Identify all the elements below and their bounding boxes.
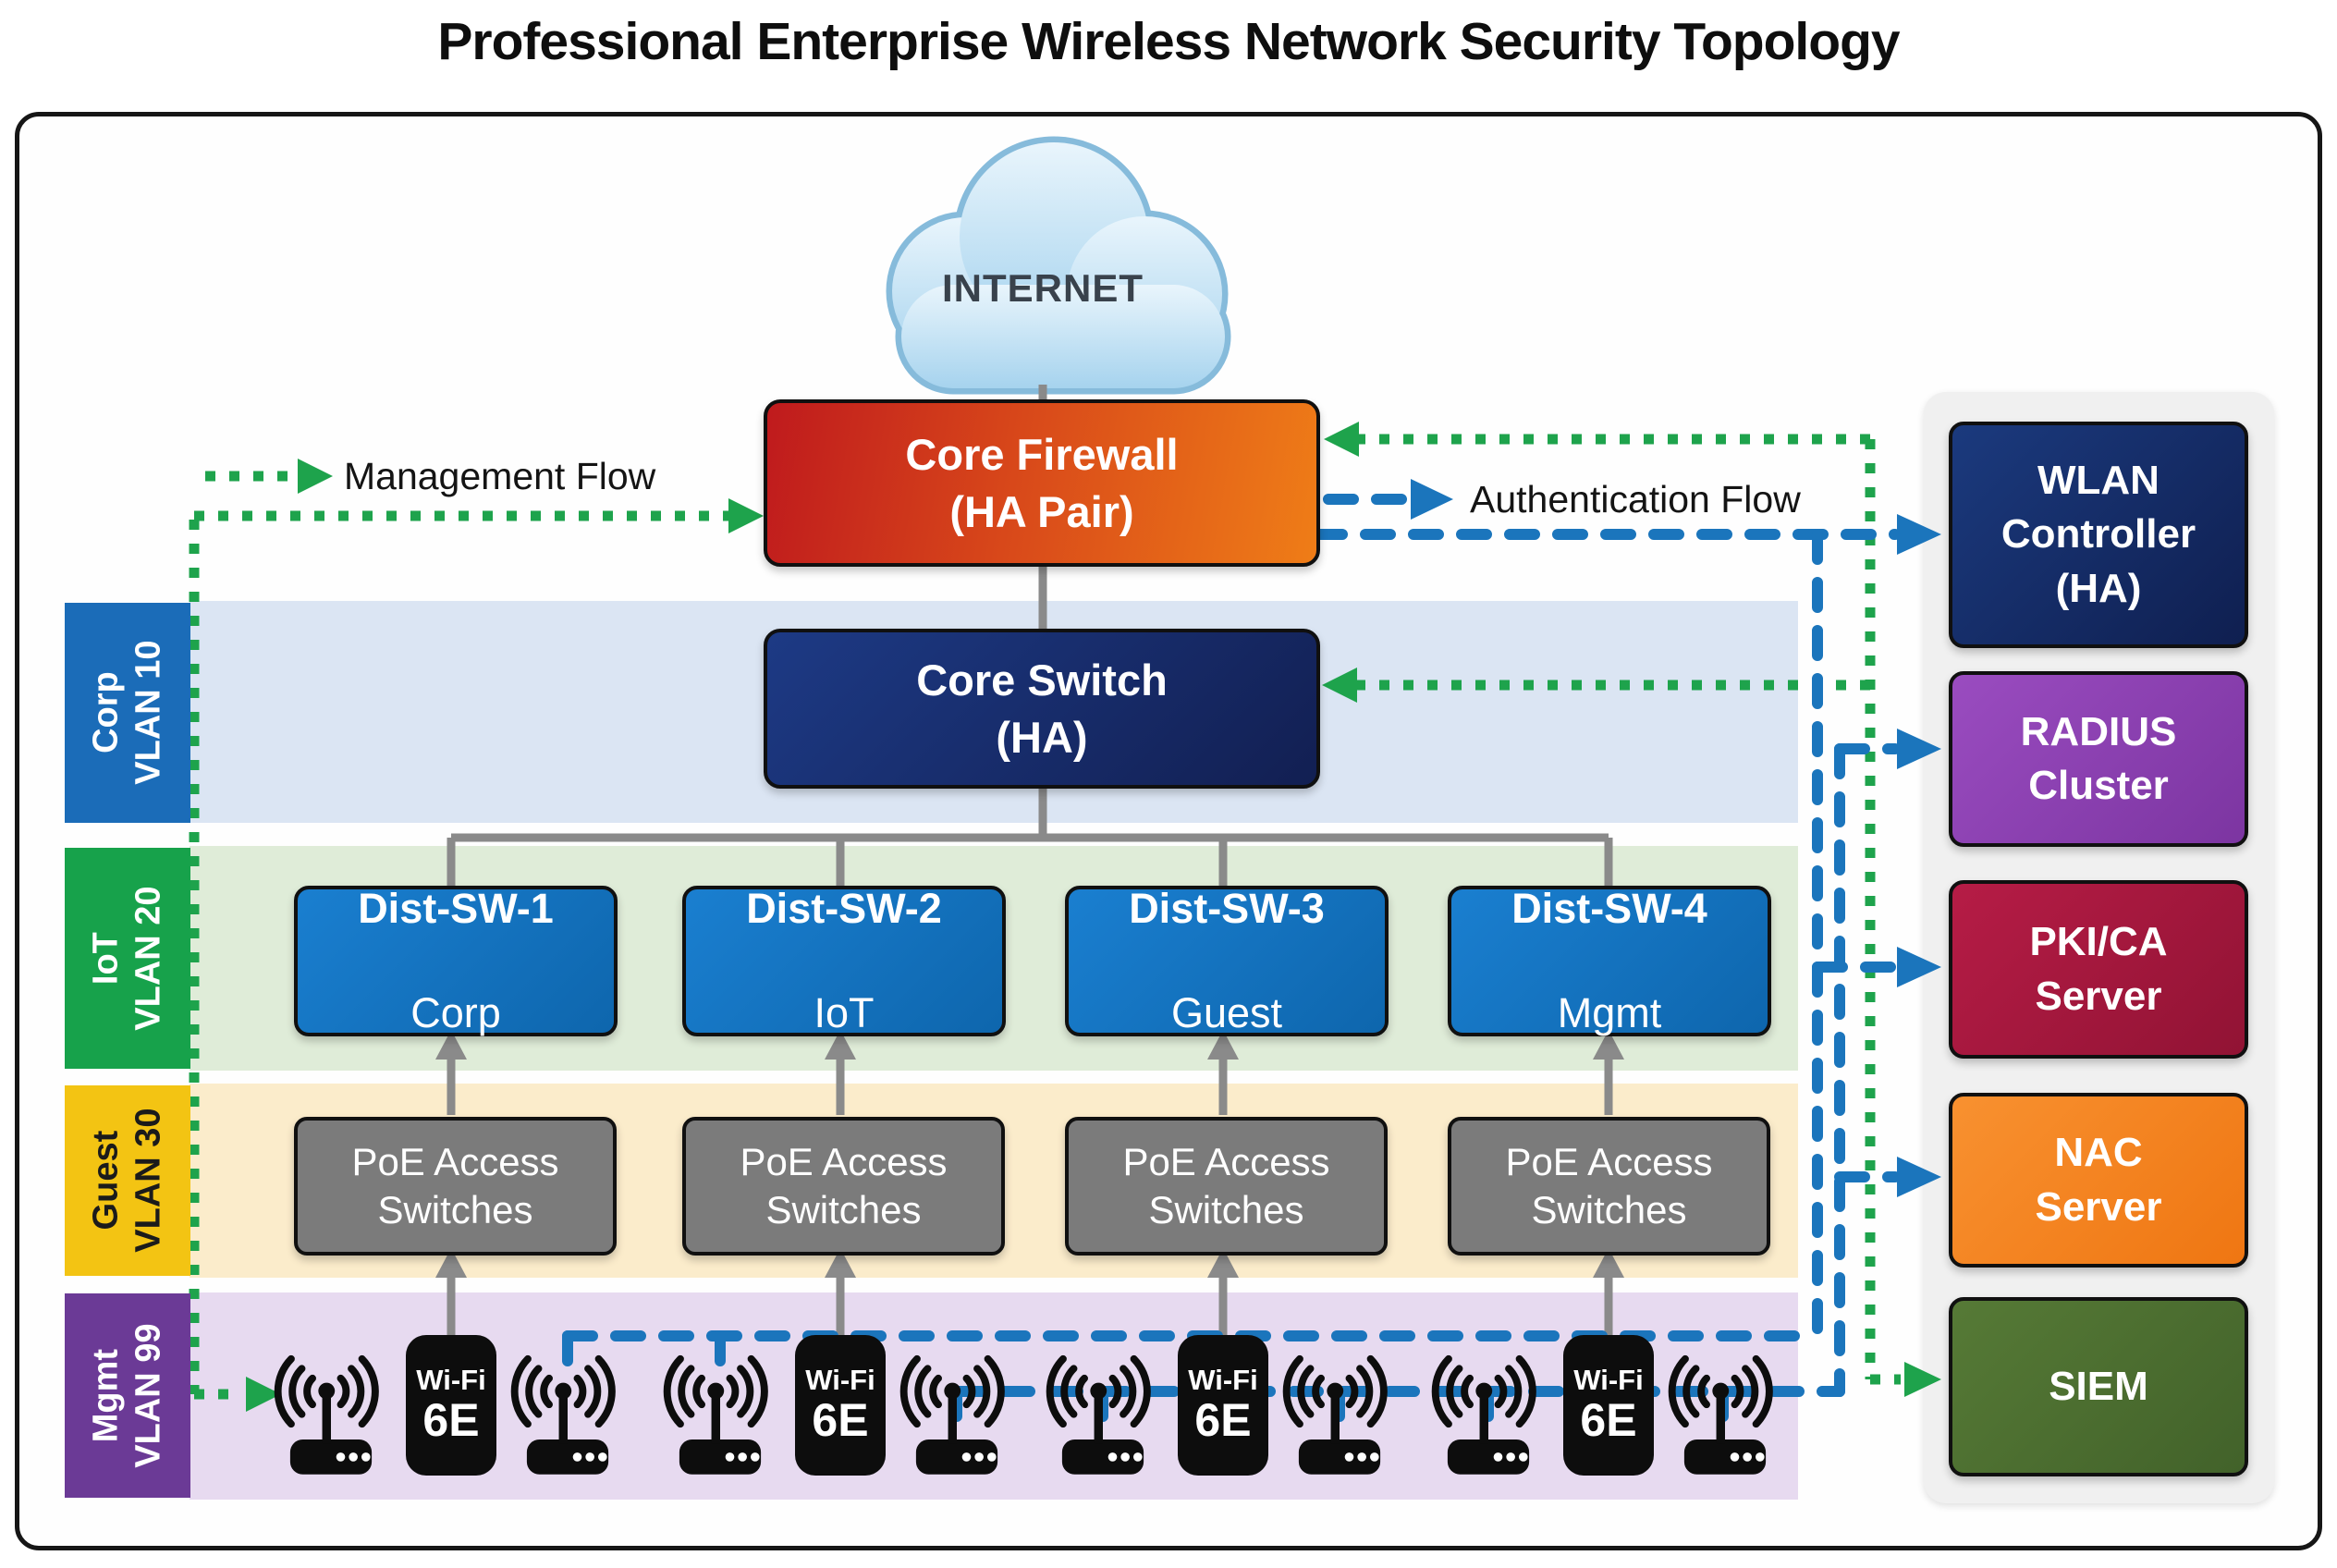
vlan-label-corp: Corp VLAN 10	[65, 603, 190, 823]
dist-name: Dist-SW-3	[1129, 885, 1325, 933]
dist-name: Dist-SW-4	[1511, 885, 1707, 933]
dist-switch-2: Dist-SW-2 IoT	[682, 885, 1006, 1036]
dist-name: Dist-SW-2	[746, 885, 942, 933]
vlan-id: VLAN 10	[128, 640, 167, 786]
wifi-ap-icon	[1672, 1359, 1769, 1475]
radius-cluster-node: RADIUS Cluster	[1949, 671, 2248, 847]
wifi-6e-badge: Wi-Fi 6E	[406, 1335, 496, 1476]
wifi-ap-icon	[1436, 1359, 1533, 1475]
wifi-ap-icon	[1050, 1359, 1147, 1475]
wifi-ap-icon	[904, 1359, 1001, 1475]
management-flow-arrowheads	[246, 422, 1941, 1412]
dist-segment: Mgmt	[1557, 988, 1662, 1036]
wired-links	[447, 385, 1613, 1335]
poe-access-switches-3: PoE Access Switches	[1065, 1117, 1388, 1256]
vlan-label-mgmt: Mgmt VLAN 99	[65, 1293, 190, 1498]
pki-ca-server-node: PKI/CA Server	[1949, 880, 2248, 1059]
page-title: Professional Enterprise Wireless Network…	[437, 12, 1900, 71]
dist-segment: Corp	[410, 988, 501, 1036]
wifi-ap-icons	[278, 1359, 1769, 1475]
vlan-id: VLAN 30	[128, 1108, 167, 1254]
wifi-ap-icon	[667, 1359, 765, 1475]
wifi-ap-icon	[515, 1359, 612, 1475]
poe-access-switches-4: PoE Access Switches	[1448, 1117, 1770, 1256]
dist-switch-4: Dist-SW-4 Mgmt	[1448, 885, 1771, 1036]
core-firewall-node: Core Firewall (HA Pair)	[764, 399, 1320, 567]
wifi-6e-badge: Wi-Fi 6E	[795, 1335, 886, 1476]
vlan-name: Guest	[86, 1131, 126, 1231]
vlan-name: Mgmt	[86, 1348, 126, 1443]
wifi-ap-icon	[1287, 1359, 1384, 1475]
dist-switch-3: Dist-SW-3 Guest	[1065, 885, 1389, 1036]
internet-cloud-icon	[892, 142, 1225, 388]
dist-switch-1: Dist-SW-1 Corp	[294, 885, 618, 1036]
authentication-flow-legend-label: Authentication Flow	[1470, 478, 1801, 521]
management-flow-legend-label: Management Flow	[344, 455, 656, 497]
wifi-6e-badge: Wi-Fi 6E	[1178, 1335, 1268, 1476]
vlan-label-guest: Guest VLAN 30	[65, 1085, 190, 1276]
authentication-flow-arrowheads	[1411, 479, 1941, 1197]
dist-segment: Guest	[1170, 988, 1283, 1036]
vlan-id: VLAN 20	[128, 886, 167, 1031]
wifi-6e-badge: Wi-Fi 6E	[1563, 1335, 1654, 1476]
vlan-id: VLAN 99	[128, 1323, 167, 1468]
vlan-name: Corp	[86, 671, 126, 754]
poe-access-switches-1: PoE Access Switches	[294, 1117, 617, 1256]
dist-segment: IoT	[814, 988, 875, 1036]
vlan-name: IoT	[86, 932, 126, 985]
vlan-label-iot: IoT VLAN 20	[65, 848, 190, 1069]
wifi-ap-icon	[278, 1359, 375, 1475]
wlan-controller-node: WLAN Controller (HA)	[1949, 422, 2248, 648]
nac-server-node: NAC Server	[1949, 1093, 2248, 1268]
wired-link-arrowheads	[435, 1030, 1624, 1278]
siem-node: SIEM	[1949, 1297, 2248, 1476]
poe-access-switches-2: PoE Access Switches	[682, 1117, 1005, 1256]
core-switch-node: Core Switch (HA)	[764, 629, 1320, 789]
dist-name: Dist-SW-1	[358, 885, 554, 933]
management-flow-lines	[189, 434, 1901, 1400]
internet-label: INTERNET	[942, 266, 1144, 310]
